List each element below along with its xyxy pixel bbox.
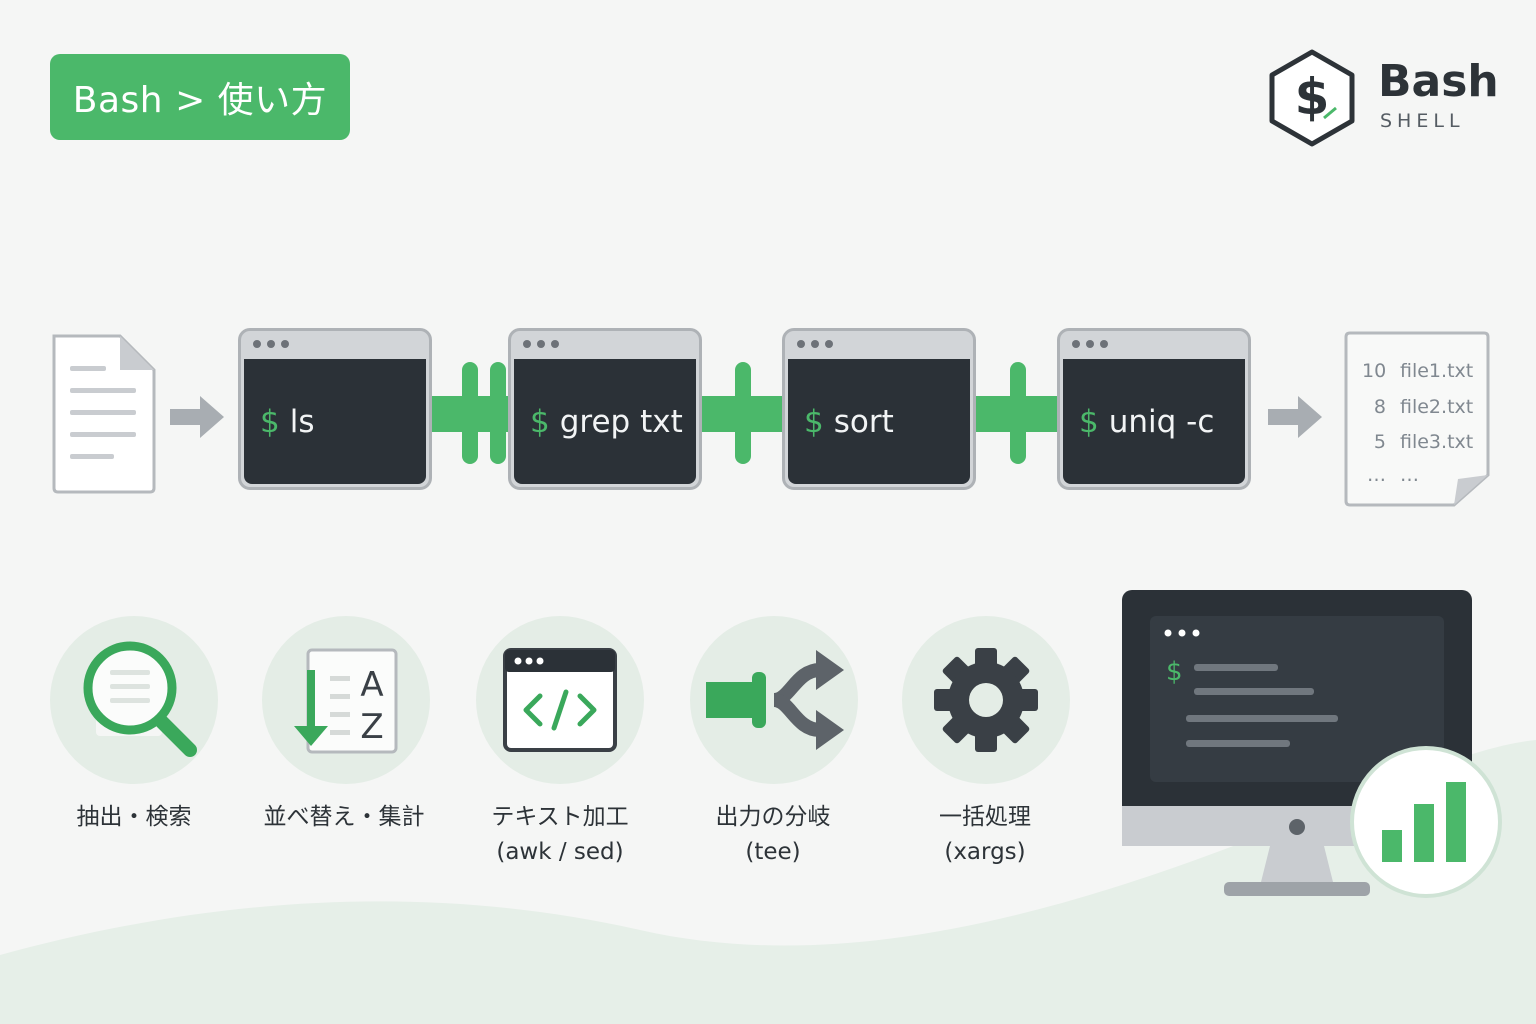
arrow-right-icon <box>170 396 224 438</box>
window-controls <box>785 331 973 357</box>
bash-logo-icon: $ <box>1269 49 1355 147</box>
window-controls <box>511 331 699 357</box>
monitor-prompt: $ <box>1166 657 1183 687</box>
feature-search-circle <box>50 616 218 784</box>
breadcrumb-badge: Bash > 使い方 <box>50 54 350 140</box>
feature-xargs-circle <box>902 616 1070 784</box>
feature-label: テキスト加工 (awk / sed) <box>491 804 629 865</box>
svg-text:A: A <box>360 665 383 705</box>
prompt-symbol: $ <box>530 403 550 440</box>
arrow-right-icon <box>1268 396 1322 438</box>
code-window-icon <box>503 648 617 752</box>
prompt-symbol: $ <box>260 403 280 440</box>
logo-subtitle: SHELL <box>1380 110 1465 132</box>
logo-symbol: $ <box>1295 68 1330 126</box>
feature-tee-circle <box>690 616 858 784</box>
command-text: sort <box>833 403 894 440</box>
terminal-window-sort: $sort <box>782 328 976 490</box>
monitor-illustration: $ <box>1122 590 1502 898</box>
svg-text:Z: Z <box>360 707 383 747</box>
command-text: ls <box>289 403 315 440</box>
prompt-symbol: $ <box>804 403 824 440</box>
feature-label: 抽出・検索 <box>76 804 192 830</box>
feature-label: 並べ替え・集計 <box>263 804 425 830</box>
output-row: …… <box>1367 464 1419 486</box>
feature-text-edit-circle <box>476 616 644 784</box>
prompt-symbol: $ <box>1079 403 1099 440</box>
pipe-flange <box>462 362 478 464</box>
feature-sort-circle: A Z <box>262 616 430 784</box>
window-controls <box>241 331 429 357</box>
feature-label: 出力の分岐 (tee) <box>715 804 831 865</box>
gear-icon <box>934 648 1038 752</box>
command-text: grep txt <box>559 403 683 440</box>
magnifier-icon <box>83 641 197 757</box>
branch-split-icon <box>706 650 844 750</box>
sort-az-icon: A Z <box>294 648 398 754</box>
pipe-flange <box>490 362 506 464</box>
logo-title: Bash <box>1378 56 1499 107</box>
command-text: uniq -c <box>1108 403 1215 440</box>
terminal-window-grep: $grep txt <box>508 328 702 490</box>
document-icon <box>52 334 156 494</box>
terminal-window-uniq: $uniq -c <box>1057 328 1251 490</box>
window-controls <box>1060 331 1248 357</box>
pipe-flange <box>735 362 751 464</box>
output-document-icon <box>1344 331 1490 507</box>
feature-label: 一括処理 (xargs) <box>939 804 1031 865</box>
terminal-window-ls: $ls <box>238 328 432 490</box>
pipe-flange <box>1010 362 1026 464</box>
bar-chart-icon <box>1382 782 1466 862</box>
